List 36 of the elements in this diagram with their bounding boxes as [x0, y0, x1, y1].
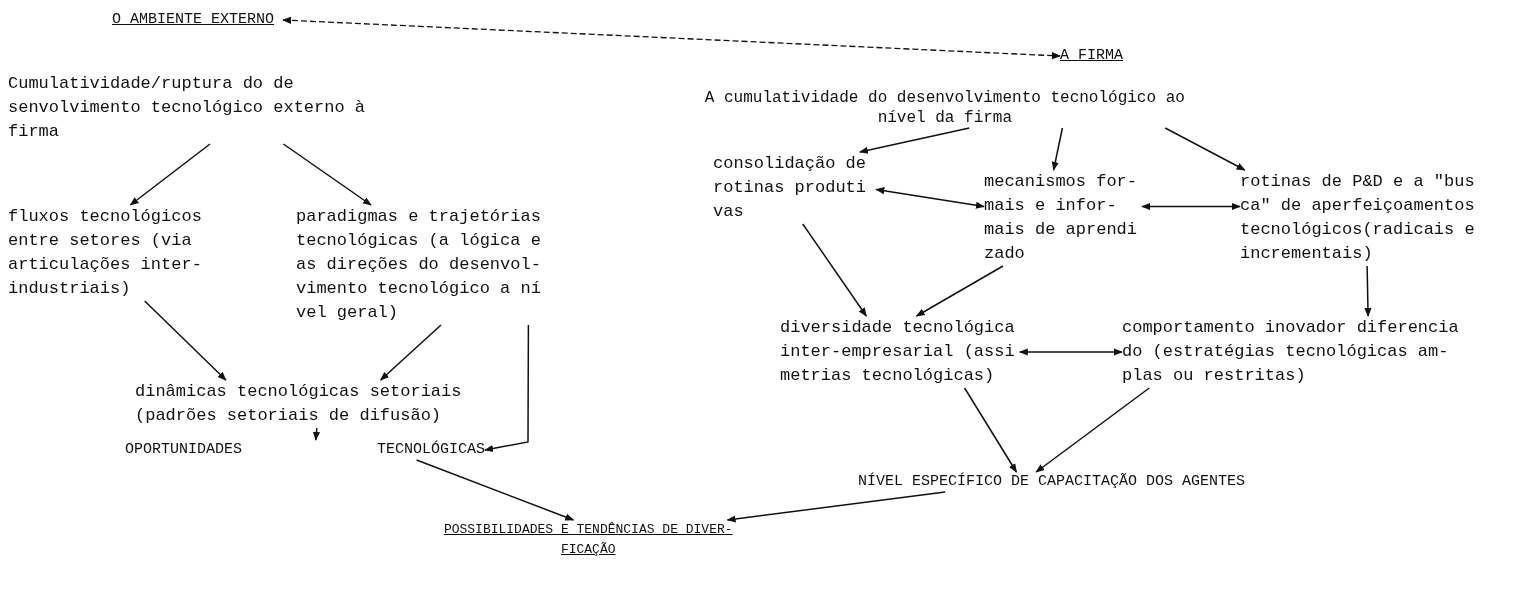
arrow	[859, 127, 971, 154]
arrow	[143, 300, 227, 381]
concept-text: TECNOLÓGICAS	[377, 440, 486, 460]
concept-text: consolidação de rotinas produti vas	[713, 153, 868, 223]
arrow	[875, 187, 985, 209]
arrow	[1051, 127, 1064, 171]
arrow	[129, 143, 211, 206]
arrow	[1035, 387, 1151, 473]
arrow	[1164, 127, 1246, 171]
arrow	[1141, 202, 1241, 211]
arrow	[1364, 265, 1372, 317]
arrow	[415, 459, 575, 521]
concept-text: fluxos tecnológicos entre setores (via articulações inter- industriais)	[8, 206, 203, 300]
concept-text: diversidade tecnológica inter-empresarial (assi metrias tecnológicas)	[780, 317, 1016, 387]
concept-text: dinâmicas tecnológicas setoriais (padrões setoriais de difusão)	[135, 381, 463, 427]
arrow	[915, 265, 1004, 317]
arrow	[282, 16, 1061, 60]
arrow	[726, 491, 946, 523]
arrow	[484, 324, 530, 453]
concept-text: OPORTUNIDADES	[125, 440, 243, 460]
concept-text: comportamento inovador diferencia do (estratégias tecnológicas am- plas ou restritas)	[1122, 317, 1460, 387]
outcome-heading: NÍVEL ESPECÍFICO DE CAPACITAÇÃO DOS AGENTES	[858, 472, 1247, 492]
concept-text: mecanismos for- mais e infor- mais de aprendi zado	[984, 171, 1139, 265]
section-heading: A FIRMA	[1060, 46, 1124, 66]
arrow	[379, 324, 442, 381]
arrow	[312, 427, 321, 441]
arrow	[282, 143, 372, 206]
outcome-heading: POSSIBILIDADES E TENDÊNCIAS DE DIVER- FICAÇÃO	[442, 521, 734, 559]
concept-text: paradigmas e trajetórias tecnológicas (a lógica e as direções do desenvol- vimento tecnológico a ní vel geral)	[296, 206, 542, 324]
arrow	[963, 387, 1018, 473]
arrow	[1018, 348, 1123, 356]
concept-text: A cumulatividade do desenvolvimento tecnológico ao nível da firma	[703, 88, 1186, 128]
section-heading: O AMBIENTE EXTERNO	[112, 10, 276, 30]
arrow	[802, 223, 868, 317]
concept-text: Cumulatividade/ruptura do de senvolvimento tecnológico externo à firma	[8, 73, 367, 143]
concept-text: rotinas de P&D e a "bus ca" de aperfeiçoamentos tecnológicos(radicais e incrementais)	[1240, 171, 1476, 265]
